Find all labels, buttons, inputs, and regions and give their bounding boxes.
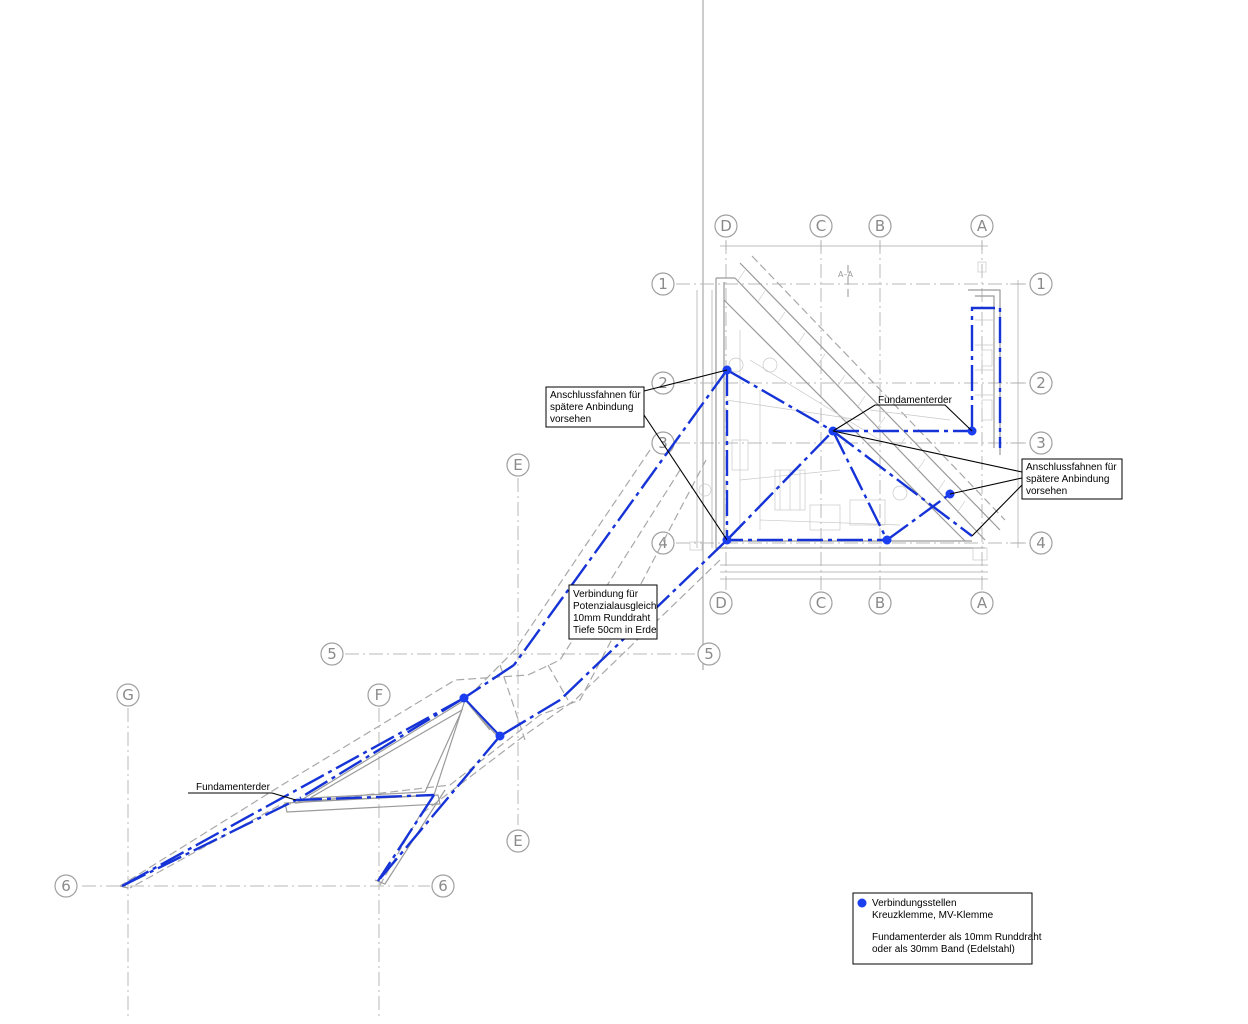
svg-text:E: E	[513, 832, 522, 850]
node-lower-b	[495, 731, 505, 741]
svg-text:C: C	[816, 217, 826, 235]
svg-text:G: G	[122, 686, 134, 704]
svg-text:2: 2	[658, 374, 668, 392]
earth-conductor	[121, 306, 1002, 888]
svg-text:4: 4	[1036, 534, 1046, 552]
svg-text:spätere Anbindung: spätere Anbindung	[1026, 474, 1109, 485]
svg-text:Tiefe 50cm in Erde: Tiefe 50cm in Erde	[573, 625, 657, 636]
svg-text:B: B	[875, 594, 885, 612]
axis-bubble-5-right: 5	[697, 642, 721, 666]
axis-bubble-6-right: 6	[431, 874, 455, 898]
svg-text:F: F	[375, 686, 384, 704]
axis-bubble-2-right: 2	[1029, 371, 1053, 395]
svg-text:Anschlussfahnen für: Anschlussfahnen für	[1026, 462, 1117, 473]
node-b4	[882, 535, 892, 545]
connection-nodes	[459, 365, 977, 741]
axis-bubbles: D C B A D C B A 1 2 3 4 1 2 3 4 E E F G …	[54, 214, 1053, 898]
svg-text:C: C	[816, 594, 826, 612]
axis-bubble-4-left: 4	[651, 531, 675, 555]
node-lower-a	[459, 693, 469, 703]
lower-foundation	[119, 449, 721, 889]
svg-text:vorsehen: vorsehen	[1026, 486, 1067, 497]
axis-bubble-d-bottom: D	[709, 591, 733, 615]
svg-text:D: D	[720, 217, 732, 235]
label-fundamenterder-top: Fundamenterder	[878, 395, 953, 406]
legend-line-4: oder als 30mm Band (Edelstahl)	[872, 944, 1015, 955]
svg-text:E: E	[513, 456, 522, 474]
svg-text:5: 5	[704, 645, 714, 663]
svg-text:Potenzialausgleich: Potenzialausgleich	[573, 601, 656, 612]
svg-text:A: A	[977, 594, 988, 612]
svg-text:3: 3	[1036, 434, 1046, 452]
svg-text:vorsehen: vorsehen	[550, 414, 591, 425]
legend-line-2: Kreuzklemme, MV-Klemme	[872, 910, 994, 921]
axis-bubble-a-bottom: A	[970, 591, 994, 615]
axis-bubble-5-left: 5	[320, 642, 344, 666]
svg-text:D: D	[715, 594, 727, 612]
svg-text:spätere Anbindung: spätere Anbindung	[550, 402, 633, 413]
axis-bubble-3-right: 3	[1029, 431, 1053, 455]
callout-anschluss-right: Anschlussfahnen für spätere Anbindung vo…	[1021, 458, 1123, 500]
section-mark-label: A–A	[838, 270, 853, 279]
legend: Verbindungsstellen Kreuzklemme, MV-Klemm…	[852, 892, 1042, 965]
axis-bubble-e-bottom: E	[506, 829, 530, 853]
svg-text:1: 1	[1036, 275, 1046, 293]
axis-bubble-f: F	[367, 683, 391, 707]
axis-bubble-c-bottom: C	[809, 591, 833, 615]
svg-text:B: B	[875, 217, 885, 235]
axis-bubble-c-top: C	[809, 214, 833, 238]
dimension-lines	[696, 242, 1024, 580]
axis-bubble-1-left: 1	[651, 272, 675, 296]
axis-bubble-4-right: 4	[1029, 531, 1053, 555]
svg-text:5: 5	[327, 645, 337, 663]
svg-text:10mm Runddraht: 10mm Runddraht	[573, 613, 650, 624]
legend-line-3: Fundamenterder als 10mm Runddraht	[872, 932, 1042, 943]
svg-text:4: 4	[658, 534, 668, 552]
svg-text:6: 6	[438, 877, 448, 895]
axis-bubble-e-top: E	[506, 453, 530, 477]
axis-bubble-d-top: D	[714, 214, 738, 238]
axis-bubble-g: G	[116, 683, 140, 707]
callout-verbindung: Verbindung für Potenzialausgleich 10mm R…	[568, 584, 658, 640]
building-plan: A–A	[689, 255, 1006, 561]
leader-lines	[188, 369, 1023, 801]
legend-node-icon	[857, 898, 867, 908]
svg-text:Verbindung für: Verbindung für	[573, 589, 639, 600]
legend-line-1: Verbindungsstellen	[872, 898, 957, 909]
axis-bubble-a-top: A	[970, 214, 994, 238]
axis-bubble-2-left: 2	[651, 371, 675, 395]
svg-text:Anschlussfahnen für: Anschlussfahnen für	[550, 390, 641, 401]
callout-anschluss-left: Anschlussfahnen für spätere Anbindung vo…	[545, 386, 645, 428]
axis-bubble-b-top: B	[868, 214, 892, 238]
axis-bubble-1-right: 1	[1029, 272, 1053, 296]
svg-text:6: 6	[61, 877, 71, 895]
svg-text:2: 2	[1036, 374, 1046, 392]
axis-bubble-b-bottom: B	[868, 591, 892, 615]
axis-bubble-6-left: 6	[54, 874, 78, 898]
label-fundamenterder-left: Fundamenterder	[196, 782, 271, 793]
svg-text:1: 1	[658, 275, 668, 293]
svg-text:A: A	[977, 217, 988, 235]
